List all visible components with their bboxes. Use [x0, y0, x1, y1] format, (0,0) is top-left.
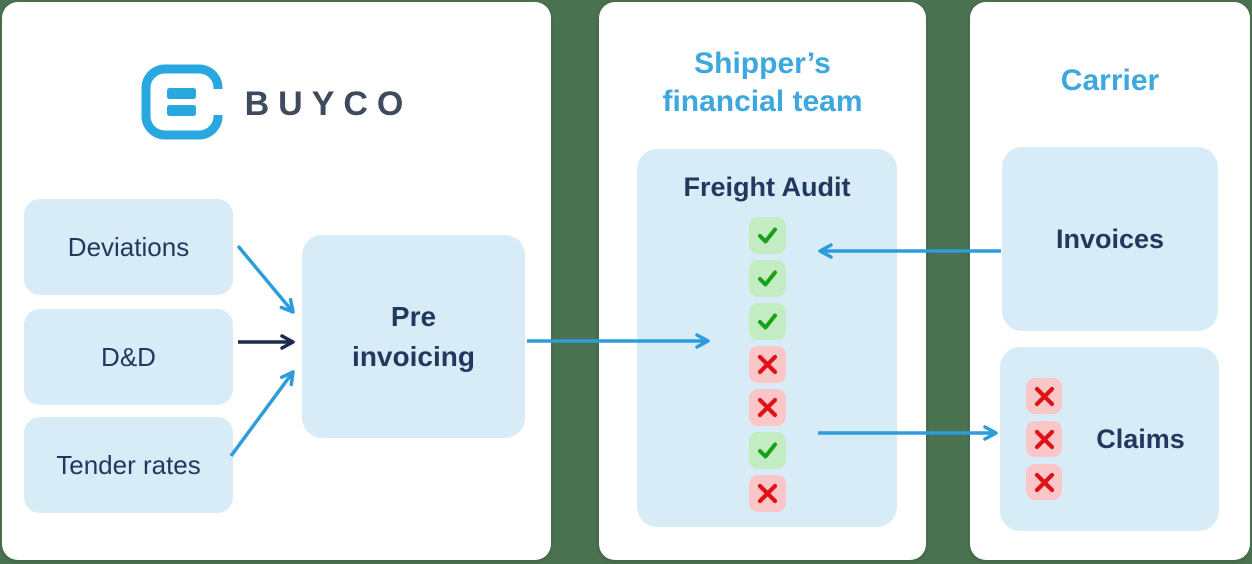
carrier-panel: Carrier Invoices Claims — [970, 2, 1250, 560]
tender-rates-label: Tender rates — [56, 449, 201, 480]
buyco-logo-wordmark: BUYCO — [244, 84, 413, 123]
cross-icon — [1026, 378, 1062, 414]
buyco-panel: BUYCO Deviations D&D Tender rates Pre in… — [2, 2, 551, 560]
shipper-panel: Shipper’s financial team Freight Audit — [599, 2, 926, 560]
claims-marks-list — [1026, 378, 1062, 500]
audit-results-list — [637, 217, 897, 512]
tender-rates-box: Tender rates — [24, 417, 233, 513]
pre-invoicing-label: Pre invoicing — [352, 300, 475, 372]
cross-icon — [748, 475, 786, 512]
dd-label: D&D — [101, 341, 156, 372]
buyco-logo-icon — [141, 64, 223, 140]
dd-box: D&D — [24, 309, 233, 405]
check-icon — [748, 432, 786, 469]
cross-icon — [1026, 421, 1062, 457]
cross-icon — [748, 389, 786, 426]
invoices-box: Invoices — [1002, 147, 1218, 331]
cross-icon — [748, 346, 786, 383]
claims-box: Claims — [1000, 347, 1219, 531]
freight-audit-title: Freight Audit — [683, 172, 851, 202]
deviations-box: Deviations — [24, 199, 233, 295]
invoices-label: Invoices — [1055, 223, 1165, 254]
check-icon — [748, 217, 786, 254]
deviations-label: Deviations — [67, 231, 190, 262]
check-icon — [748, 260, 786, 297]
shipper-heading: Shipper’s financial team — [662, 47, 863, 118]
freight-audit-box: Freight Audit — [637, 149, 897, 527]
buyco-logo: BUYCO — [2, 64, 551, 140]
claims-label: Claims — [1096, 423, 1185, 454]
check-icon — [748, 303, 786, 340]
carrier-heading: Carrier — [1060, 64, 1160, 97]
cross-icon — [1026, 464, 1062, 500]
pre-invoicing-box: Pre invoicing — [302, 235, 525, 438]
